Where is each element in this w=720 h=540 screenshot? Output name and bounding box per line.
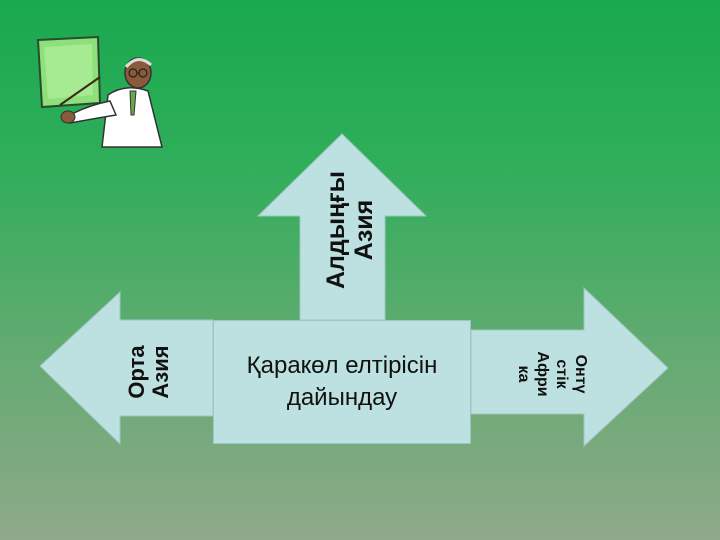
arrow-left-shape [39,290,214,446]
arrow-right-label: Онтү стік Афри ка [515,351,589,397]
arrow-up-shape [256,133,428,321]
arrow-up-label: Алдыңғы Азия [322,170,378,290]
arrow-left-label: Орта Азия [124,345,173,399]
center-label: Қаракөл елтірісін дайындау [246,352,438,411]
center-box: Қаракөл елтірісін дайындау [213,320,471,444]
arrow-right-shape [470,286,669,448]
presenter-pointing-at-board-icon [36,35,163,148]
